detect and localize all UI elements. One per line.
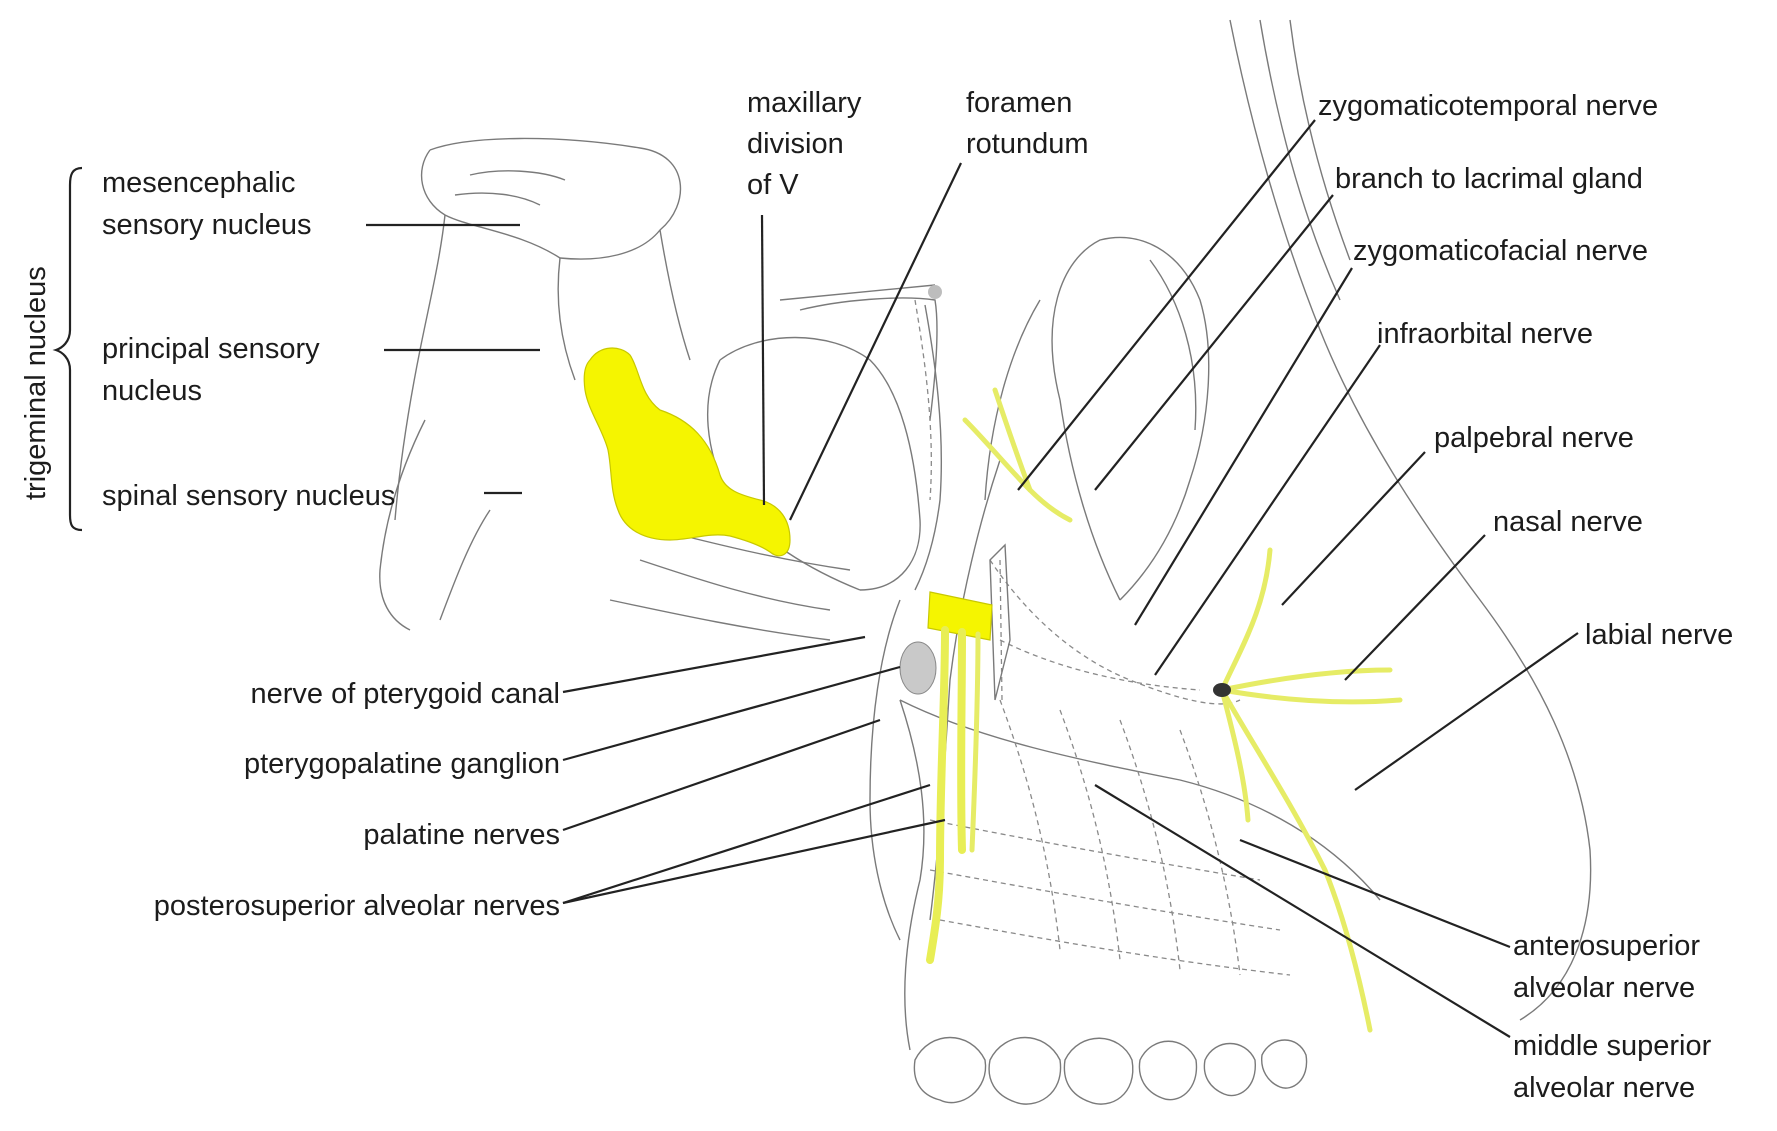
label-palpebral: palpebral nerve xyxy=(1434,422,1634,454)
label-nasal: nasal nerve xyxy=(1493,506,1643,538)
label-palatine-nerves: palatine nerves xyxy=(363,819,560,851)
label-maxillary-division: maxillary division of V xyxy=(747,87,869,201)
label-spinal-sensory: spinal sensory nucleus xyxy=(102,480,395,512)
infraorbital-fan-up xyxy=(1222,550,1270,690)
label-trigeminal-nucleus: trigeminal nucleus xyxy=(20,266,52,500)
infraorbital-fan-right-2 xyxy=(1222,690,1400,702)
label-infraorbital: infraorbital nerve xyxy=(1377,318,1593,350)
label-pterygoid-canal: nerve of pterygoid canal xyxy=(250,678,560,710)
infraorbital-fan-right xyxy=(1222,670,1390,690)
label-foramen-rotundum: foramen rotundum xyxy=(966,87,1089,160)
label-pterygopalatine-ganglion: pterygopalatine ganglion xyxy=(244,748,560,780)
label-zygomaticotemporal: zygomaticotemporal nerve xyxy=(1318,90,1658,122)
infraorbital-fan-down xyxy=(1222,690,1370,1030)
zygomatic-branch xyxy=(965,420,1070,520)
posterosuperior-strand xyxy=(961,632,962,850)
label-labial: labial nerve xyxy=(1585,619,1733,651)
label-principal-sensory: principal sensory nucleus xyxy=(102,333,328,407)
label-middle-superior: middle superior alveolar nerve xyxy=(1513,1030,1719,1104)
nerve-highlights xyxy=(584,348,1400,1030)
label-mesencephalic: mesencephalic sensory nucleus xyxy=(102,167,312,241)
label-lacrimal-branch: branch to lacrimal gland xyxy=(1335,163,1643,195)
label-posterosuperior: posterosuperior alveolar nerves xyxy=(154,890,560,922)
label-anterosuperior: anterosuperior alveolar nerve xyxy=(1513,930,1708,1004)
trigeminal-nucleus-highlight xyxy=(584,348,790,556)
palatine-strand-2 xyxy=(972,634,978,850)
label-zygomaticofacial: zygomaticofacial nerve xyxy=(1353,235,1648,267)
